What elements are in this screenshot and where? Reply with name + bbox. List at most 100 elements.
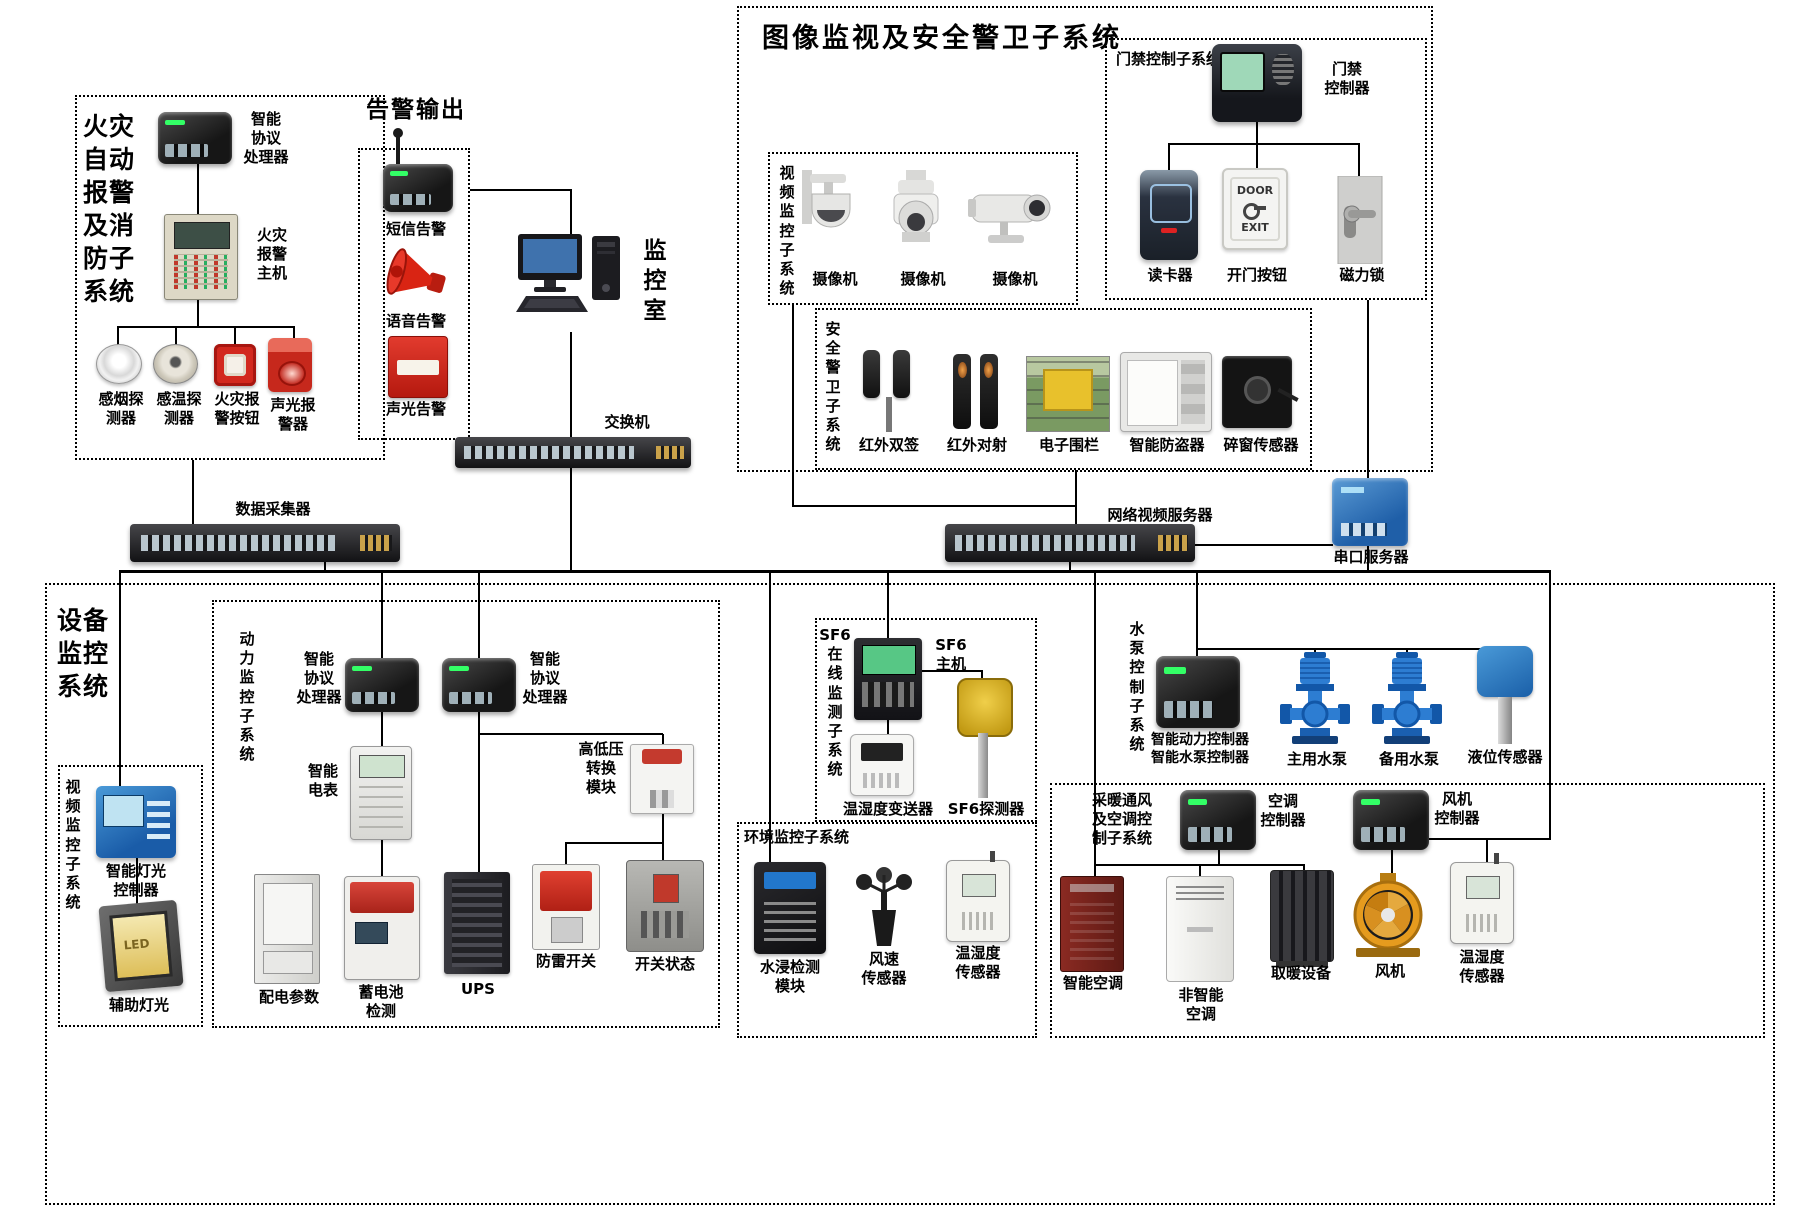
access-control-box xyxy=(1105,38,1427,300)
label-fire-alarm-host: 火灾 报警 主机 xyxy=(256,226,287,283)
sf6-host-device xyxy=(854,638,922,720)
serial-server-device xyxy=(1332,478,1408,546)
antenna-icon xyxy=(393,128,403,166)
video-sub-box xyxy=(58,765,203,1027)
connector-line xyxy=(1075,470,1077,526)
power-monitor-box xyxy=(212,600,720,1028)
distribution-cabinet-icon xyxy=(254,874,320,984)
battery-tester-icon xyxy=(344,876,420,980)
connector-line xyxy=(1256,122,1258,144)
connector-line xyxy=(662,843,664,861)
security-system-title: 图像监视及安全警卫子系统 xyxy=(762,23,1122,54)
circuit-breaker-icon xyxy=(626,860,704,952)
connector-line xyxy=(478,570,480,660)
power-subsystem-title: 动 力 监 控 子 系 统 xyxy=(239,630,255,764)
ptz-camera-icon xyxy=(880,170,952,265)
card-reader-device xyxy=(1140,170,1198,260)
non-smart-ac-icon xyxy=(1166,876,1234,982)
label-ups: UPS xyxy=(461,980,495,998)
connector-line xyxy=(981,671,983,680)
label-sf6-detector: SF6探测器 xyxy=(947,800,1025,818)
connector-line xyxy=(565,842,664,844)
connector-line xyxy=(1406,648,1408,654)
label-distribution: 配电参数 xyxy=(258,988,319,1006)
fire-alarm-button-device xyxy=(214,344,256,386)
label-level-sensor: 液位传感器 xyxy=(1467,748,1543,766)
label-camera-2: 摄像机 xyxy=(900,270,946,288)
monitor-room-title: 监 控 室 xyxy=(643,238,669,324)
video-monitor-box xyxy=(768,152,1078,305)
label-magnetic-lock: 磁力锁 xyxy=(1339,266,1385,284)
label-fire-protocol-processor: 智能 协议 处理器 xyxy=(243,110,289,167)
smoke-detector-device xyxy=(96,344,142,384)
equipment-system-box xyxy=(45,583,1775,1205)
door-exit-button-device: DOOR EXIT xyxy=(1222,168,1288,250)
connector-line xyxy=(478,733,663,735)
connector-line xyxy=(234,328,236,346)
connector-line xyxy=(565,843,567,865)
label-sound-light-output: 声光告警 xyxy=(385,400,446,418)
infrared-dual-detector-icon xyxy=(856,348,922,432)
connector-line xyxy=(1196,570,1198,658)
alarm-output-box xyxy=(358,148,470,440)
label-core-switch: 交换机 xyxy=(604,413,650,431)
sound-light-alarm-device xyxy=(268,338,312,392)
connector-line xyxy=(119,570,121,788)
magnetic-lock-icon xyxy=(1328,175,1390,265)
label-power-pp2: 智能 协议 处理器 xyxy=(522,650,568,707)
th-sensor-device-2 xyxy=(1450,852,1514,944)
label-fan-controller: 风机 控制器 xyxy=(1434,790,1480,828)
connector-line xyxy=(1549,570,1551,840)
exit-word: EXIT xyxy=(1241,220,1269,234)
label-ac-controller: 空调 控制器 xyxy=(1260,792,1306,830)
label-ir-beam: 红外对射 xyxy=(946,436,1007,454)
ups-cabinet-icon xyxy=(444,872,510,974)
hvac-subsystem-title: 采暖通风 及空调控 制子系统 xyxy=(1091,791,1152,848)
fire-subsystem-box xyxy=(75,95,385,460)
guard-subsystem-box xyxy=(815,308,1312,470)
light-controller-device xyxy=(96,786,176,858)
label-card-reader: 读卡器 xyxy=(1147,266,1193,284)
alarm-output-title: 告警输出 xyxy=(366,97,466,123)
label-switch-status: 开关状态 xyxy=(634,955,695,973)
connector-line xyxy=(1367,300,1369,478)
voice-alarm-horn-icon xyxy=(383,246,449,308)
connector-line xyxy=(662,734,664,746)
connector-line xyxy=(769,570,771,862)
label-sf6-host: SF6 主机 xyxy=(935,636,967,674)
fire-alarm-host-device xyxy=(164,214,238,300)
label-smart-meter: 智能 电表 xyxy=(307,762,338,800)
label-camera-3: 摄像机 xyxy=(992,270,1038,288)
connector-line xyxy=(792,305,794,506)
connector-line xyxy=(1069,562,1071,572)
connector-line xyxy=(381,712,383,748)
connector-line xyxy=(570,189,572,234)
connector-line xyxy=(1367,546,1369,572)
floodlight-icon: LED xyxy=(98,899,184,993)
door-word: DOOR xyxy=(1236,184,1274,198)
connector-line xyxy=(1199,864,1201,878)
connector-line xyxy=(1256,144,1258,170)
connector-line xyxy=(470,189,572,191)
connector-line xyxy=(1358,144,1360,178)
label-nvr: 网络视频服务器 xyxy=(1107,506,1213,524)
connector-line xyxy=(1303,864,1305,872)
connector-line xyxy=(1486,839,1488,863)
label-main-pump: 主用水泵 xyxy=(1286,750,1347,768)
power-protocol-processor-2 xyxy=(442,658,516,712)
connector-line xyxy=(1168,143,1360,145)
connector-line xyxy=(478,734,480,874)
connector-line xyxy=(324,562,326,572)
label-backup-pump: 备用水泵 xyxy=(1378,750,1439,768)
water-leak-module-device xyxy=(754,862,826,954)
label-access-controller: 门禁 控制器 xyxy=(1324,60,1370,98)
sf6-detector-icon xyxy=(954,678,1013,798)
infrared-beam-icon xyxy=(946,354,1006,434)
sms-alarm-device xyxy=(383,164,453,212)
hvac-box xyxy=(1050,783,1765,1038)
pump-controller-device xyxy=(1156,656,1240,728)
label-th-sensor-1: 温湿度 传感器 xyxy=(955,944,1001,982)
label-fan: 风机 xyxy=(1374,962,1405,980)
label-smoke-detector: 感烟探 测器 xyxy=(98,390,144,428)
key-icon xyxy=(1243,203,1267,220)
